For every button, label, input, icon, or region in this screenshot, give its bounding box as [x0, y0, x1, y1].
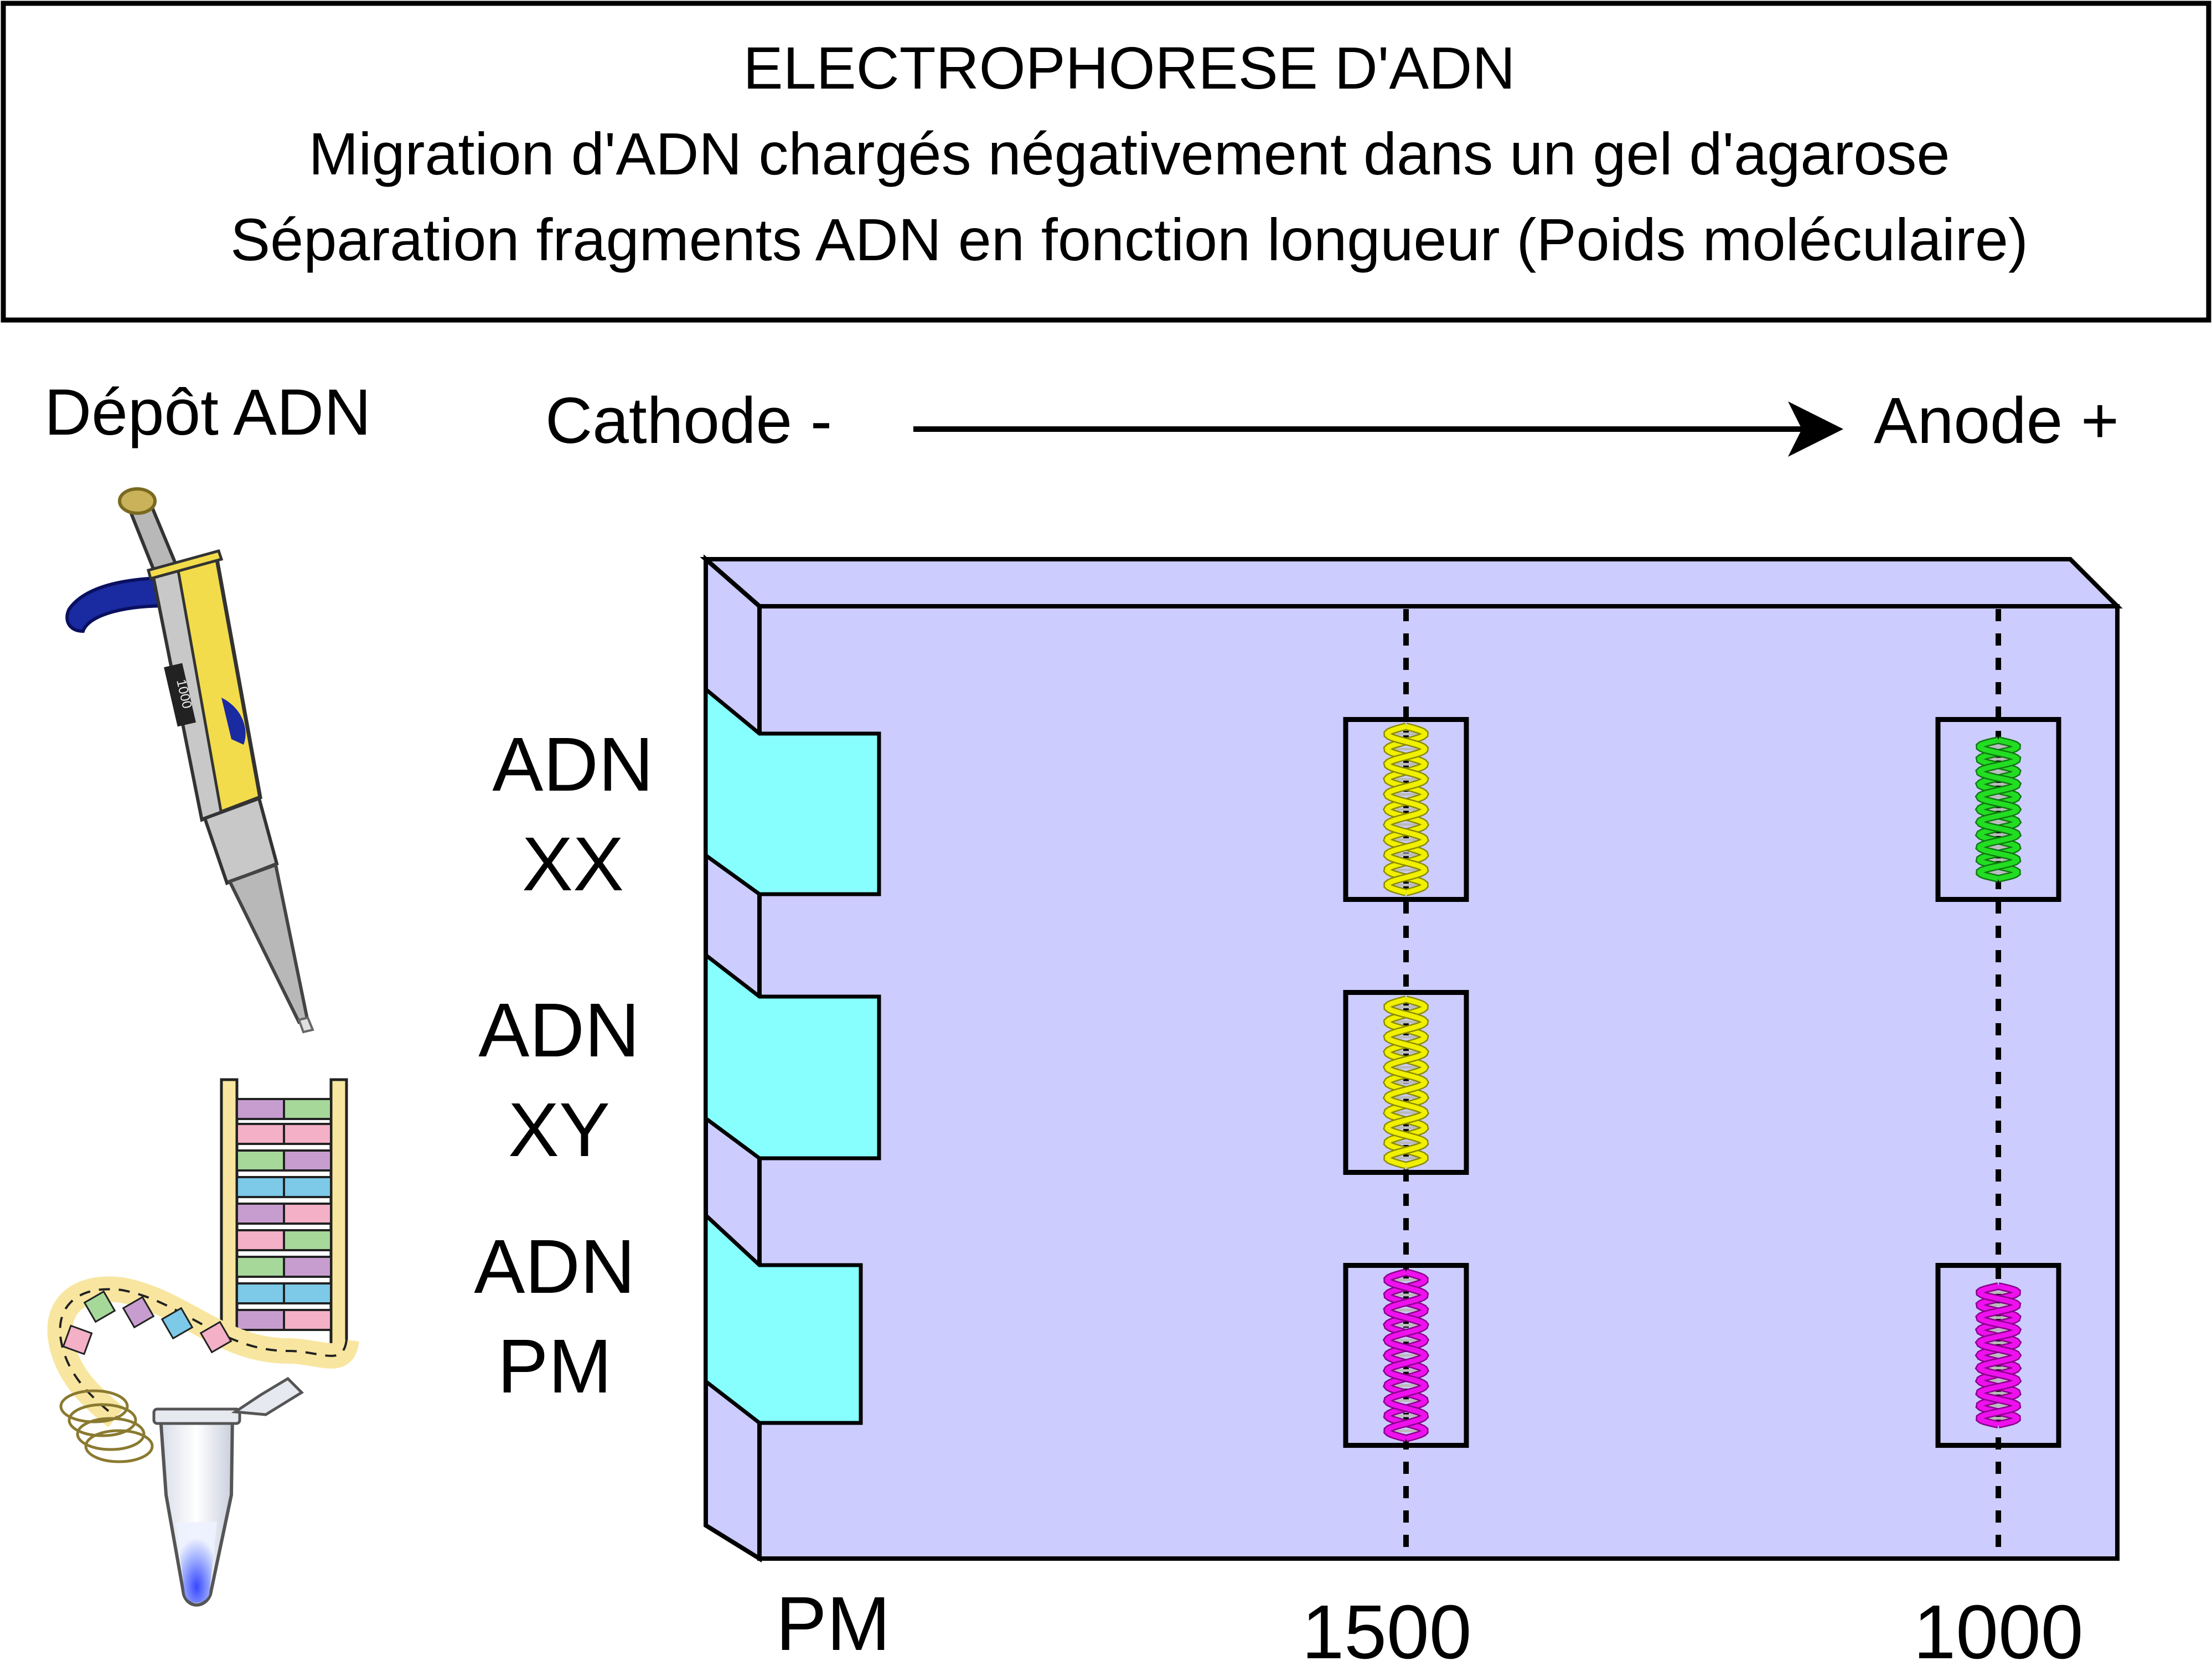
band-pm-1000 — [1935, 1263, 2061, 1448]
lane-label-xy-line1: ADN — [478, 988, 639, 1073]
band-xx-1500 — [1343, 717, 1469, 902]
band-xx-1000 — [1935, 717, 2061, 902]
anode-label: Anode + — [1874, 384, 2119, 457]
helix-strand — [1976, 1283, 2020, 1427]
gel-wells — [704, 685, 881, 1425]
helix-strand — [1384, 724, 1428, 895]
helix-strand — [1976, 1283, 2020, 1427]
cathode-label: Cathode - — [545, 384, 832, 457]
header-line-2: Migration d'ADN chargés négativement dan… — [309, 120, 1950, 187]
helix-strand — [1384, 1270, 1428, 1441]
well-xx — [704, 685, 881, 896]
band-frame — [1935, 1263, 2061, 1448]
deposit-label: Dépôt ADN — [44, 376, 371, 449]
agarose-gel — [700, 554, 2123, 1563]
helix-strand — [1976, 737, 2020, 881]
label-1500: 1500 — [1302, 1590, 1472, 1661]
band-frame — [1343, 1263, 1469, 1448]
helix-strand — [1976, 737, 2020, 881]
lane-label-xx-line1: ADN — [492, 722, 653, 807]
header-line-3: Séparation fragments ADN en fonction lon… — [230, 206, 2028, 273]
pipette-icon: 1000 — [65, 487, 314, 1034]
helix-strand — [1384, 1270, 1428, 1441]
lane-label-pm-line2: PM — [498, 1324, 612, 1409]
well-xy — [704, 951, 881, 1160]
lane-label-pm-line1: ADN — [474, 1224, 635, 1309]
band-frame — [1343, 717, 1469, 902]
helix-strand — [1384, 997, 1428, 1168]
band-frame — [1343, 990, 1469, 1175]
header-title: ELECTROPHORESE D'ADN — [743, 34, 1516, 101]
helix-strand — [1384, 997, 1428, 1168]
label-1000: 1000 — [1914, 1590, 2084, 1661]
band-frame — [1935, 717, 2061, 902]
helix-strand — [1384, 724, 1428, 895]
band-pm-1500 — [1343, 1263, 1469, 1448]
band-xy-1500 — [1343, 990, 1469, 1175]
label-wells-pm: PM — [776, 1581, 891, 1661]
lane-label-xx-line2: XX — [522, 822, 624, 907]
lane-label-xy-line2: XY — [508, 1087, 610, 1173]
header-box: ELECTROPHORESE D'ADN Migration d'ADN cha… — [1, 1, 2211, 323]
dna-sample-icon — [47, 1078, 359, 1607]
dna-bands — [1343, 717, 2061, 1448]
well-pm — [704, 1210, 863, 1425]
